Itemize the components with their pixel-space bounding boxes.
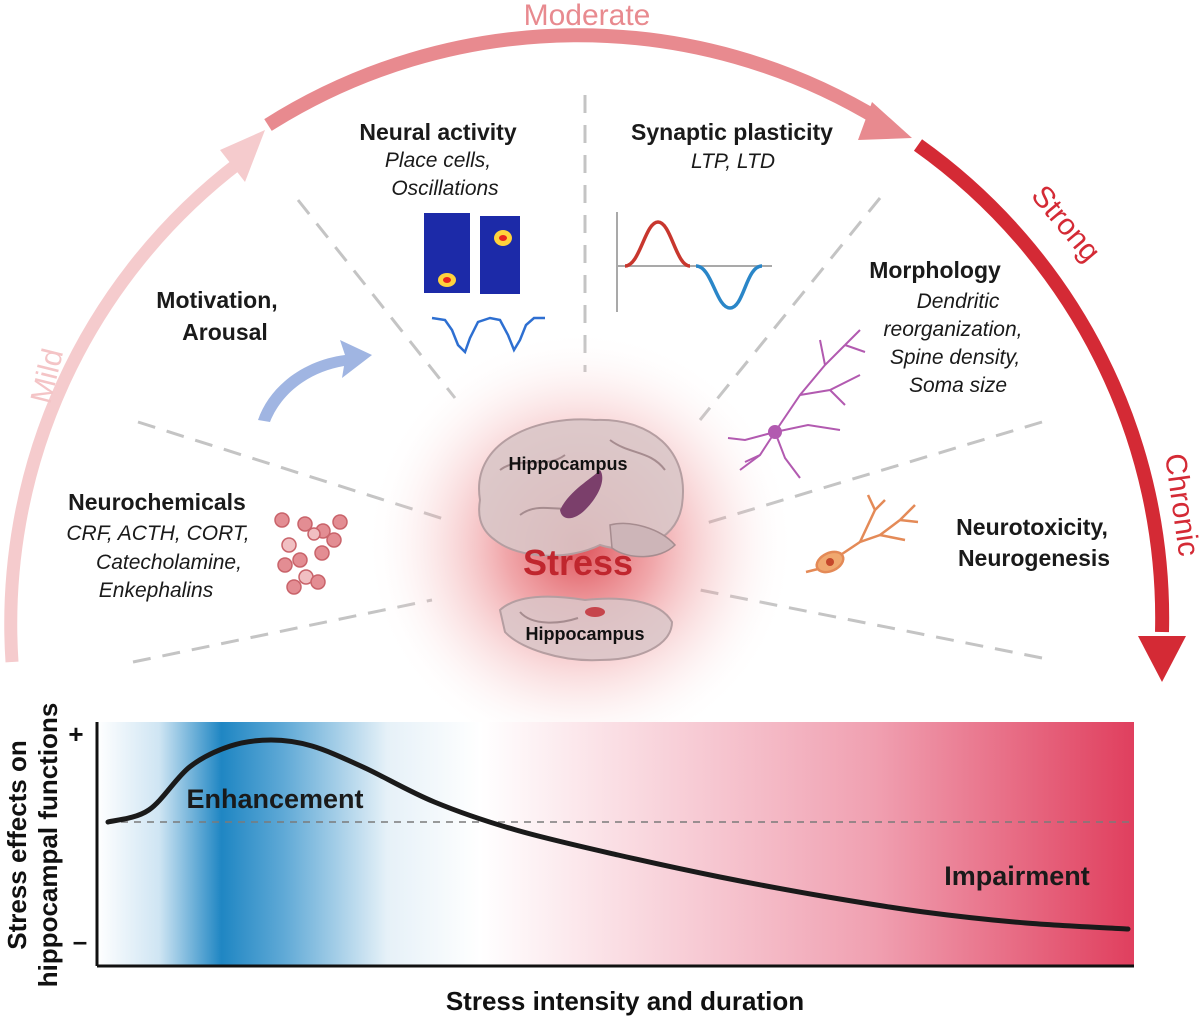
synaptic-plasticity-title: Synaptic plasticity [631, 119, 833, 145]
motivation-arrow-icon [258, 340, 372, 422]
neural-activity-title: Neural activity [359, 119, 516, 145]
arc-label-moderate: Moderate [524, 0, 651, 32]
hippocampus-shape [560, 470, 603, 519]
neural-activity-line-2: Oscillations [391, 177, 499, 200]
effect-curve [105, 737, 1131, 932]
arc-label-chronic: Chronic [1158, 451, 1200, 558]
morphology-line-2: reorganization, [884, 318, 1023, 341]
synaptic-plasticity-line-1: LTP, LTD [691, 150, 775, 173]
motivation-title-1: Motivation, [156, 287, 277, 313]
moderate-arc [264, 28, 884, 131]
morphology-title: Morphology [869, 257, 1001, 283]
vesicles-icon [274, 512, 348, 595]
y-tick-minus: – [73, 926, 87, 956]
brain-coronal-icon [498, 595, 674, 662]
neurochemicals-line-2: Catecholamine, [96, 551, 242, 574]
moderate-arrowhead [858, 102, 912, 140]
neural-activity-line-1: Place cells, [385, 149, 491, 172]
y-axis-label-line-1: Stress effects on [2, 740, 32, 950]
ltp-ltd-plot-icon [616, 212, 772, 312]
y-tick-plus: + [68, 719, 83, 749]
effect-gradient-band [97, 722, 1134, 966]
neuron-icon [805, 494, 919, 574]
mild-arrowhead [220, 130, 265, 182]
strong-arc [913, 139, 1170, 633]
motivation-title-2: Arousal [182, 319, 268, 345]
x-axis-label: Stress intensity and duration [446, 986, 804, 1016]
hippocampus-label-top: Hippocampus [508, 454, 627, 474]
mild-arc [4, 156, 244, 663]
place-cell-maps-icon [424, 213, 520, 294]
neurotoxicity-title-2: Neurogenesis [958, 545, 1110, 571]
strong-arrowhead [1138, 636, 1186, 682]
neurochemicals-line-1: CRF, ACTH, CORT, [66, 522, 249, 545]
y-axis-label-line-2: hippocampal functions [33, 703, 63, 988]
stress-label: Stress [523, 542, 633, 583]
oscillation-trace-icon [431, 316, 545, 355]
brain-icon [478, 418, 685, 558]
zone-label-enhancement: Enhancement [186, 784, 363, 814]
neuron-dendrite-icon [727, 329, 866, 479]
morphology-line-4: Soma size [909, 374, 1007, 397]
neurochemicals-line-3: Enkephalins [99, 579, 214, 602]
morphology-line-3: Spine density, [890, 346, 1020, 369]
morphology-line-1: Dendritic [917, 290, 1000, 313]
hippocampus-label-bottom: Hippocampus [525, 624, 644, 644]
neurochemicals-title: Neurochemicals [68, 489, 246, 515]
zone-label-impairment: Impairment [944, 861, 1090, 891]
neurotoxicity-title-1: Neurotoxicity, [956, 514, 1108, 540]
